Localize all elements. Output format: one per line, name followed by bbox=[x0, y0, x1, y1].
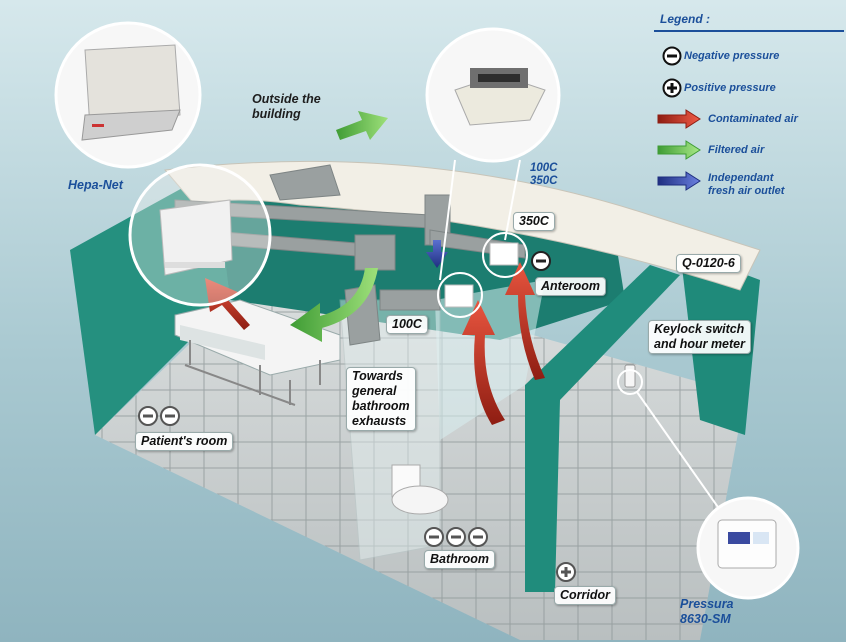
filtered-air-icon bbox=[657, 140, 701, 160]
keylock-switch bbox=[624, 364, 636, 388]
filter-unit-bathroom bbox=[444, 284, 474, 308]
positive-pressure-icon bbox=[662, 78, 682, 98]
room-hepa-magnifier bbox=[128, 163, 272, 307]
hepa-net-label: Hepa-Net bbox=[68, 178, 123, 192]
fresh-air-arrow bbox=[426, 240, 448, 268]
anteroom-negative-pressure-icon bbox=[531, 251, 551, 271]
q0120-6-label: Q-0120-6 bbox=[676, 254, 741, 273]
hepa-net-magnifier bbox=[54, 21, 202, 169]
negative-pressure-icon bbox=[662, 46, 682, 66]
filtered-air-arrow-outside bbox=[336, 111, 388, 140]
partition-wall bbox=[525, 265, 680, 592]
ductwork bbox=[174, 164, 526, 346]
q0120-magnifier bbox=[425, 27, 561, 163]
legend-underline bbox=[654, 30, 844, 32]
bathroom-exhaust-label: Towards general bathroom exhausts bbox=[346, 367, 416, 431]
filter-unit-anteroom bbox=[489, 242, 519, 266]
filtered-air-arrow-room bbox=[290, 268, 378, 342]
unit-100c-label: 100C bbox=[386, 315, 428, 334]
patient-room-label: Patient's room bbox=[135, 432, 234, 451]
legend: Legend : Negative pressure Positive pres… bbox=[648, 12, 844, 212]
corridor-label: Corridor bbox=[554, 586, 616, 605]
hospital-bed bbox=[174, 299, 341, 406]
unit-350c-label: 350C bbox=[513, 212, 555, 231]
anteroom-glass bbox=[435, 280, 545, 440]
legend-filtered-label: Filtered air bbox=[708, 144, 765, 156]
fresh-air-icon bbox=[657, 171, 701, 191]
legend-positive-label: Positive pressure bbox=[684, 82, 776, 94]
outside-building-label: Outside the building bbox=[252, 92, 321, 121]
patient-room-negative-pressure-icons bbox=[138, 406, 180, 426]
corridor-positive-pressure-icon bbox=[556, 562, 576, 582]
legend-contaminated-label: Contaminated air bbox=[708, 113, 798, 125]
legend-fresh-label: Independant fresh air outlet bbox=[708, 172, 785, 197]
legend-title: Legend : bbox=[660, 12, 710, 26]
pressura-magnifier bbox=[696, 496, 800, 600]
toilet bbox=[391, 464, 449, 515]
legend-negative-label: Negative pressure bbox=[684, 50, 780, 62]
unit-100c-350c-label: 100C 350C bbox=[530, 162, 558, 187]
contaminated-air-arrow-bathroom bbox=[462, 300, 505, 425]
bathroom-label: Bathroom bbox=[424, 550, 496, 569]
contaminated-air-arrow-anteroom bbox=[505, 262, 545, 380]
bathroom-negative-pressure-icons bbox=[424, 527, 488, 547]
pressura-label: Pressura 8630-SM bbox=[680, 597, 734, 626]
anteroom-label: Anteroom bbox=[535, 277, 607, 296]
keylock-label: Keylock switch and hour meter bbox=[648, 320, 751, 354]
contaminated-air-icon bbox=[657, 109, 701, 129]
contaminated-air-arrow-bed bbox=[205, 278, 250, 330]
